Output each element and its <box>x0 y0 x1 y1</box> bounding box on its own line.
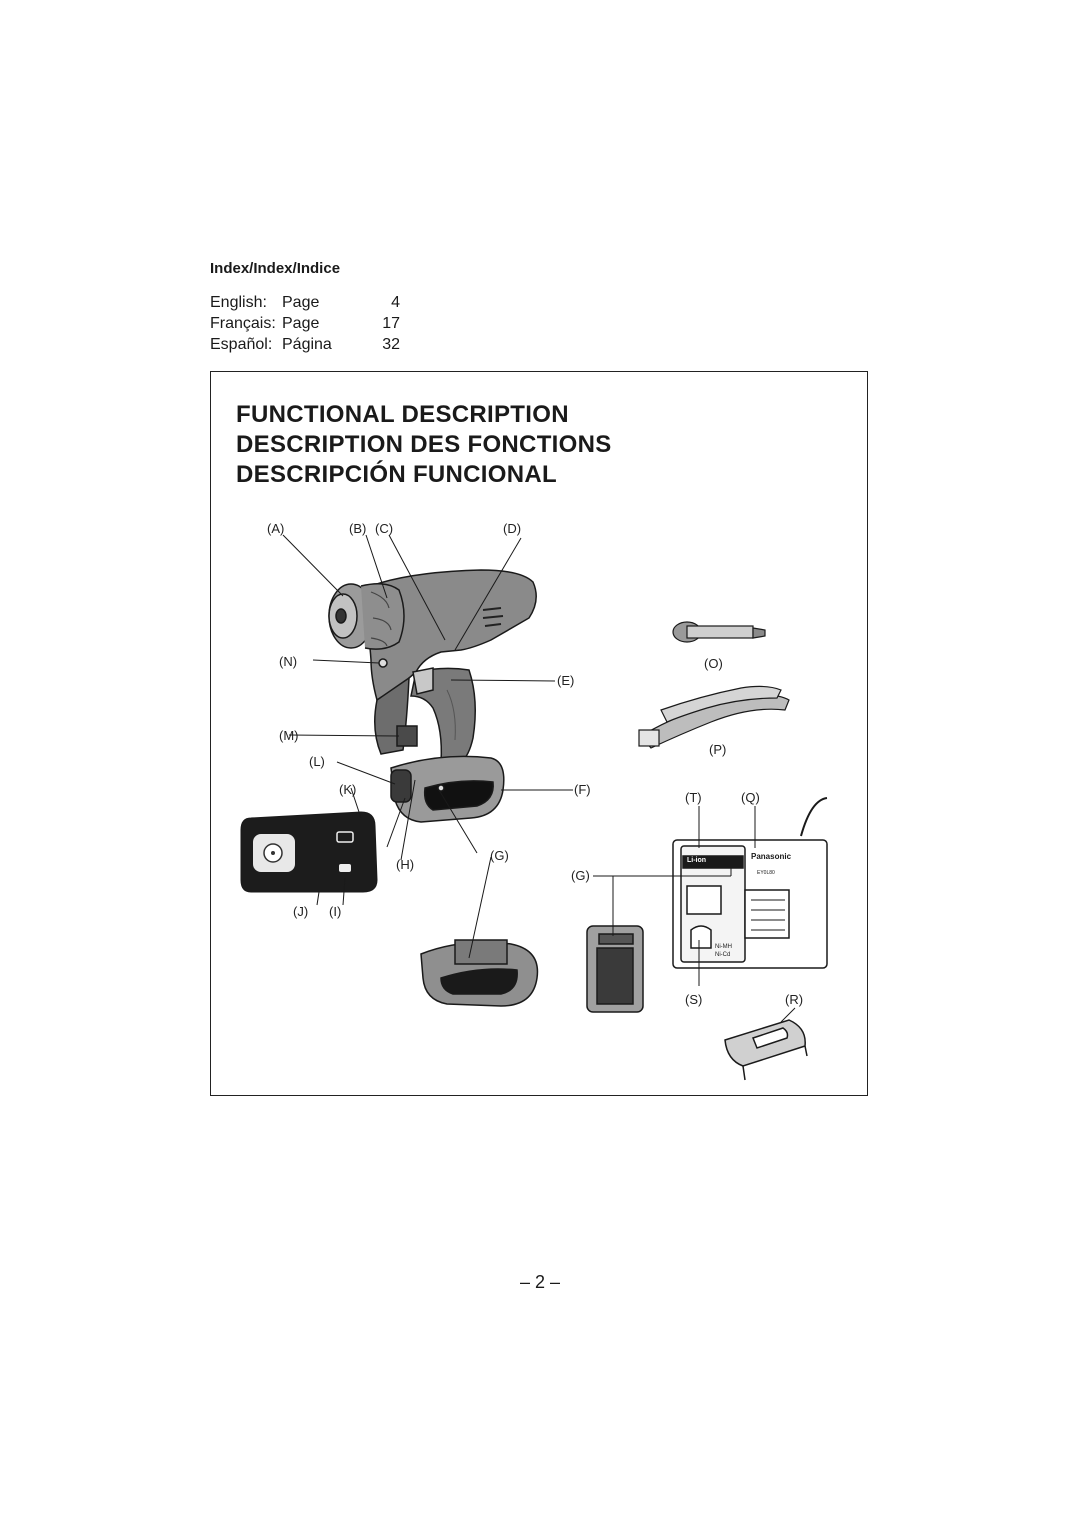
drill-illustration <box>328 569 537 823</box>
index-table: English: Page 4 Français: Page 17 Españo… <box>210 292 400 355</box>
label-i: (I) <box>329 904 342 919</box>
label-m: (M) <box>279 728 299 743</box>
label-g-drill: (G) <box>490 848 509 863</box>
strap-illustration <box>638 685 790 749</box>
index-page-number: 32 <box>382 336 400 353</box>
parts-illustration: (A) (B) (C) (D) (N) (O) (E) (M) (P) (L) … <box>211 500 867 1094</box>
charger-brand: Panasonic <box>751 852 792 861</box>
index-page-word: Page <box>282 294 320 311</box>
battery-cover-illustration <box>724 1019 808 1081</box>
charger-illustration <box>672 797 828 969</box>
label-d: (D) <box>503 521 522 536</box>
index-language: English: <box>210 294 267 311</box>
index-page-word: Page <box>282 315 320 332</box>
label-o: (O) <box>704 656 723 671</box>
parts-illustration-svg <box>240 534 828 1081</box>
bit-holder-illustration <box>672 621 766 643</box>
index-language: Français: <box>210 315 276 332</box>
index-page-number: 4 <box>391 294 400 311</box>
label-g-charger: (G) <box>571 868 590 883</box>
heading-french: DESCRIPTION DES FONCTIONS <box>236 431 612 458</box>
label-l: (L) <box>309 754 325 769</box>
battery-pack-upright-illustration <box>586 925 644 1013</box>
label-k: (K) <box>339 782 357 797</box>
charger-model: EY0L80 <box>757 870 775 876</box>
functional-description-frame <box>210 371 868 1096</box>
index-page-number: 17 <box>382 315 400 332</box>
battery-pack-illustration <box>420 939 539 1007</box>
label-t: (T) <box>685 790 702 805</box>
charger-battery-type: Li-ion <box>687 857 707 864</box>
index-row-francais: Français: Page 17 <box>210 313 400 334</box>
heading-english: FUNCTIONAL DESCRIPTION <box>236 401 569 428</box>
index-language: Español: <box>210 336 273 353</box>
index-title: Index/Index/Indice <box>210 260 341 277</box>
label-f: (F) <box>574 782 591 797</box>
label-s: (S) <box>685 992 703 1007</box>
label-n: (N) <box>279 654 298 669</box>
temperature-indicator-icon <box>339 864 351 872</box>
label-j: (J) <box>293 904 309 919</box>
label-h: (H) <box>396 857 415 872</box>
battery-indicator-icon <box>336 831 354 843</box>
label-q: (Q) <box>741 790 760 805</box>
charger-nimh: Ni-MH <box>715 944 732 950</box>
label-a: (A) <box>267 521 285 536</box>
charger-nicd: Ni-Cd <box>715 952 731 958</box>
label-c: (C) <box>375 521 394 536</box>
label-e: (E) <box>557 673 575 688</box>
heading-spanish: DESCRIPCIÓN FUNCIONAL <box>236 461 557 488</box>
index-page-word: Página <box>282 336 332 353</box>
leader-lines <box>282 534 796 1023</box>
control-panel-inset <box>240 811 378 893</box>
label-r: (R) <box>785 992 804 1007</box>
page-number: – 2 – <box>519 1272 561 1292</box>
index-row-espanol: Español: Página 32 <box>210 334 400 355</box>
index-row-english: English: Page 4 <box>210 292 400 313</box>
label-p: (P) <box>709 742 727 757</box>
label-b: (B) <box>349 521 367 536</box>
